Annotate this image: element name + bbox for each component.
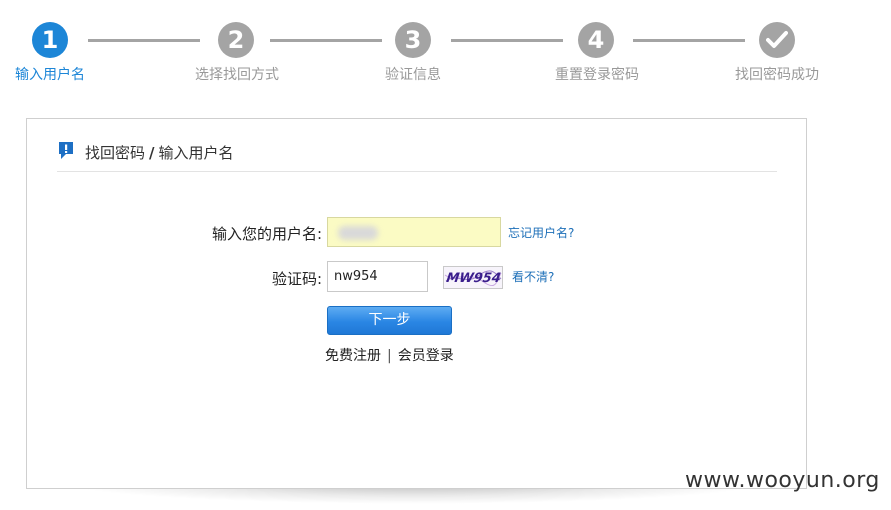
refresh-captcha-link[interactable]: 看不清? [512,270,555,284]
step-4-number: 4 [587,26,605,54]
captcha-label: 验证码: [271,270,322,288]
progress-steps: 1 输入用户名 2 选择找回方式 3 验证信息 4 重置登录密码 找回密码成功 [0,0,891,100]
step-1-number: 1 [41,26,59,54]
step-1-label: 输入用户名 [15,67,85,83]
redacted-username [338,226,378,240]
captcha-input[interactable] [327,261,428,292]
username-label: 输入您的用户名: [211,225,322,243]
step-4-circle: 4 [578,22,614,58]
step-1-circle: 1 [32,22,68,58]
step-3-number: 3 [404,26,422,54]
register-link[interactable]: 免费注册 [325,348,381,364]
check-icon [759,22,795,58]
step-2-circle: 2 [218,22,254,58]
step-2-label: 选择找回方式 [195,67,279,83]
next-step-button[interactable]: 下一步 [327,306,452,335]
alert-icon [58,141,74,164]
panel-header: 找回密码/输入用户名 [57,141,777,172]
step-4-label: 重置登录密码 [555,67,639,83]
forgot-username-link[interactable]: 忘记用户名? [508,226,575,240]
links-divider: | [387,348,392,364]
breadcrumb-separator: / [149,144,155,162]
watermark: www.wooyun.org [685,468,880,493]
step-connector [88,39,200,42]
step-3-label: 验证信息 [385,67,441,83]
step-5-label: 找回密码成功 [735,67,819,83]
breadcrumb-parent[interactable]: 找回密码 [85,144,146,162]
step-connector [270,39,382,42]
step-3-circle: 3 [395,22,431,58]
account-links: 免费注册 | 会员登录 [325,345,454,365]
username-input[interactable] [327,217,501,247]
captcha-image-text: MW954 [445,271,501,286]
breadcrumb-current: 输入用户名 [158,144,234,162]
captcha-image[interactable]: MW954 [443,266,503,289]
step-connector [451,39,563,42]
login-link[interactable]: 会员登录 [397,348,454,364]
find-password-panel: 找回密码/输入用户名 输入您的用户名: 忘记用户名? 验证码: MW954 看不… [26,118,807,489]
step-connector [633,39,745,42]
breadcrumb: 找回密码/输入用户名 [85,142,234,163]
step-2-number: 2 [227,26,245,54]
